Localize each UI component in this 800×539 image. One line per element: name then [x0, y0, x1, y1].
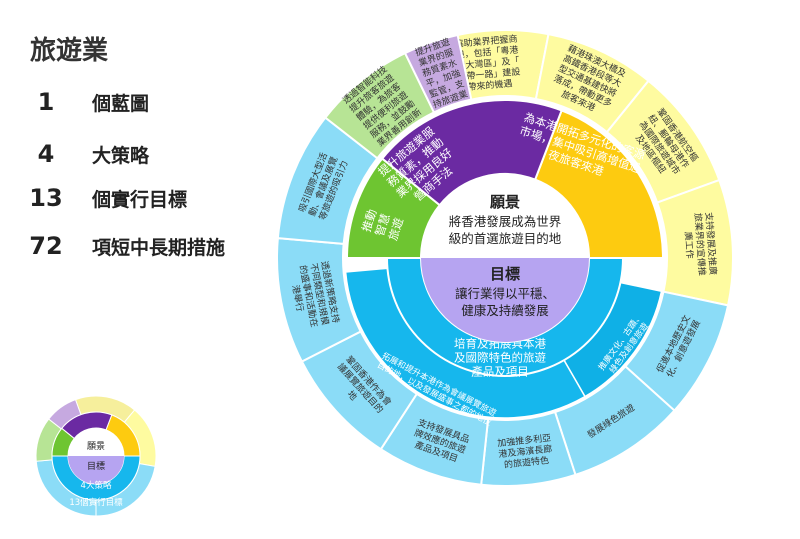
segment-label-line: 帶來的機遇 [467, 77, 513, 93]
vision-text-line: 將香港發展成為世界 [449, 214, 562, 229]
segment-label-line: 廣工作 [682, 231, 696, 259]
legend-vision-label: 願景 [87, 441, 105, 452]
stat-label: 個藍圖 [92, 92, 150, 115]
segment-label-line: 推動 [359, 207, 379, 233]
goal-title: 目標 [490, 265, 520, 283]
objectives-ring: 協助業界把握商機，包括「粵港澳大灣區」及「一帶一路」建設帶來的機遇藉港珠澳大橋及… [276, 29, 734, 487]
page-title: 旅遊業 [30, 36, 109, 66]
stat-number: 13 [29, 184, 63, 212]
goal-text-line: 讓行業得以平穩、 [455, 286, 555, 301]
stat-number: 1 [37, 88, 55, 116]
segment-label-line: 及國際特色的旅遊 [454, 351, 546, 365]
stat-number: 4 [37, 140, 55, 168]
stat-number: 72 [29, 232, 63, 260]
vision-text-line: 級的首選旅遊目的地 [449, 231, 562, 246]
center-hub: 願景 將香港發展成為世界 級的首選旅遊目的地 目標 讓行業得以平穩、 健康及持續… [421, 174, 589, 342]
objective-segment [403, 33, 473, 114]
goal-text-line: 健康及持續發展 [461, 303, 549, 318]
segment-label-line: 智慧 [372, 212, 392, 238]
stat-strategies: 4 大策略 [0, 140, 149, 168]
stat-label: 項短中長期措施 [92, 236, 226, 259]
stat-label: 個實行目標 [92, 188, 188, 211]
goal-disc [421, 258, 589, 342]
strategies-ring: 為本港開拓多元化的客源市場，集中吸引高增值過夜旅客來港培育及拓展具本港及國際特色… [345, 99, 665, 379]
vision-title: 願景 [490, 193, 520, 211]
legend-objectives-label: 13個實行目標 [69, 497, 123, 508]
segment-label-line: 培育及拓展具本港 [454, 337, 546, 351]
stat-label: 大策略 [92, 144, 150, 167]
legend-goal-label: 目標 [87, 460, 105, 472]
legend-goal-disc [68, 456, 124, 484]
legend-strategies-label: 4大策略 [81, 480, 112, 491]
legend-mini-sunburst: 願景 目標 4大策略 13個實行目標 [35, 395, 157, 517]
segment-label-line: 旅遊 [386, 216, 407, 243]
segment-label-line: 產品及項目 [471, 365, 529, 379]
stat-objectives: 13 個實行目標 [0, 184, 187, 212]
stat-measures: 72 項短中長期措施 [0, 232, 225, 260]
stat-blueprint: 1 個藍圖 [0, 88, 149, 116]
